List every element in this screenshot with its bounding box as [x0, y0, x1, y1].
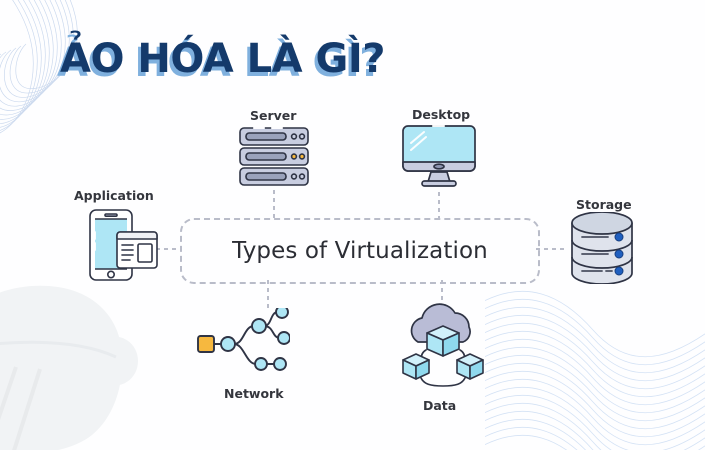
center-node-label: Types of Virtualization: [232, 238, 488, 264]
page-title: ẢO HÓA LÀ GÌ?: [60, 36, 385, 82]
node-label-data: Data: [423, 398, 457, 413]
desktop-monitor-icon: [402, 125, 476, 187]
node-label-server: Server: [250, 108, 297, 123]
center-node-types-of-virtualization: Types of Virtualization: [180, 218, 540, 284]
database-cylinder-icon: [571, 212, 633, 284]
node-label-desktop: Desktop: [412, 107, 471, 122]
node-label-network: Network: [224, 386, 284, 401]
node-label-application: Application: [74, 188, 154, 203]
server-rack-icon: [239, 127, 309, 186]
network-tree-icon: [197, 308, 290, 371]
node-label-storage: Storage: [576, 197, 632, 212]
cloud-data-cubes-icon: [402, 303, 484, 387]
mobile-app-icon: [89, 209, 158, 281]
